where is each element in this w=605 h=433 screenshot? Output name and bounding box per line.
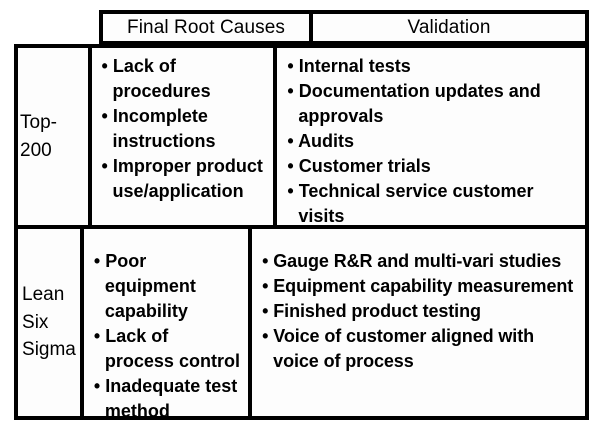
cell-top-200-validation: • Internal tests • Documentation updates… (277, 48, 585, 225)
cell-lean-six-sigma-validation: • Gauge R&R and multi-vari studies • Equ… (252, 229, 585, 416)
bullet-icon: • (101, 56, 108, 76)
list-item-text: Equipment capability measurement (273, 276, 574, 296)
bullet-icon: • (262, 276, 269, 296)
list-item-text: Inadequate test method development (104, 376, 238, 416)
table-header-row: Final Root Causes Validation (99, 10, 589, 44)
cell-top-200-final-root-causes: • Lack of procedures • Incomplete instru… (91, 48, 278, 225)
bullet-icon: • (287, 156, 294, 176)
bullet-icon: • (287, 181, 294, 201)
bullet-list: • Poor equipment capability • Lack of pr… (94, 235, 242, 416)
table-row: Lean Six Sigma • Poor equipment capabili… (18, 229, 585, 416)
list-item: • Documentation updates and approvals (287, 79, 581, 129)
bullet-icon: • (101, 106, 108, 126)
bullet-icon: • (93, 376, 101, 396)
list-item-text: Voice of customer aligned with voice of … (273, 326, 534, 371)
list-item: • Technical service customer visits (287, 179, 581, 225)
row-header-top-200: Top-200 (18, 48, 92, 225)
row-header-lean-six-sigma: Lean Six Sigma (18, 229, 84, 416)
bullet-icon: • (262, 251, 269, 271)
row-header-lean-six-sigma-label: Lean Six Sigma (22, 284, 76, 361)
list-item: • Lack of procedures (102, 54, 268, 104)
row-header-top-200-label: Top-200 (20, 111, 57, 161)
list-item-text: Customer trials (298, 156, 431, 176)
bullet-icon: • (101, 156, 108, 176)
list-item: • Customer trials (287, 154, 581, 179)
list-item: • Internal tests (287, 54, 581, 79)
list-item: • Lack of process control (94, 324, 242, 374)
list-item-text: Audits (298, 131, 355, 151)
list-item-text: Documentation updates and approvals (298, 81, 541, 126)
bullet-list: • Lack of procedures • Incomplete instru… (102, 54, 268, 204)
cell-lean-six-sigma-final-root-causes: • Poor equipment capability • Lack of pr… (83, 229, 253, 416)
bullet-icon: • (93, 251, 101, 271)
bullet-icon: • (93, 326, 101, 346)
column-header-final-root-causes-label: Final Root Causes (127, 16, 285, 38)
list-item: • Equipment capability measurement (262, 274, 581, 299)
list-item-text: Lack of process control (104, 326, 240, 371)
list-item: • Voice of customer aligned with voice o… (262, 324, 581, 374)
list-item: • Incomplete instructions (102, 104, 268, 154)
list-item-text: Incomplete instructions (112, 106, 216, 151)
list-item: • Finished product testing (262, 299, 581, 324)
column-header-validation: Validation (313, 14, 585, 41)
list-item-text: Gauge R&R and multi-vari studies (273, 251, 562, 271)
bullet-icon: • (262, 326, 269, 346)
table-body: Top-200 • Lack of procedures • Incomplet… (14, 44, 589, 420)
list-item: • Audits (287, 129, 581, 154)
bullet-list: • Internal tests • Documentation updates… (287, 54, 581, 225)
column-header-validation-label: Validation (407, 16, 491, 38)
list-item-text: Finished product testing (273, 301, 481, 321)
bullet-icon: • (287, 131, 294, 151)
list-item-text: Lack of procedures (112, 56, 211, 101)
list-item: • Improper product use/application (102, 154, 268, 204)
column-header-final-root-causes: Final Root Causes (103, 14, 313, 41)
list-item-text: Improper product use/application (112, 156, 263, 201)
list-item: • Gauge R&R and multi-vari studies (262, 249, 581, 274)
bullet-list: • Gauge R&R and multi-vari studies • Equ… (262, 235, 581, 374)
list-item-text: Technical service customer visits (298, 181, 534, 225)
list-item: • Poor equipment capability (94, 249, 242, 324)
table-row: Top-200 • Lack of procedures • Incomplet… (18, 48, 585, 229)
list-item-text: Poor equipment capability (104, 251, 196, 321)
bullet-icon: • (287, 81, 294, 101)
list-item-text: Internal tests (298, 56, 411, 76)
bullet-icon: • (262, 301, 269, 321)
list-item: • Inadequate test method development (94, 374, 242, 416)
bullet-icon: • (287, 56, 294, 76)
